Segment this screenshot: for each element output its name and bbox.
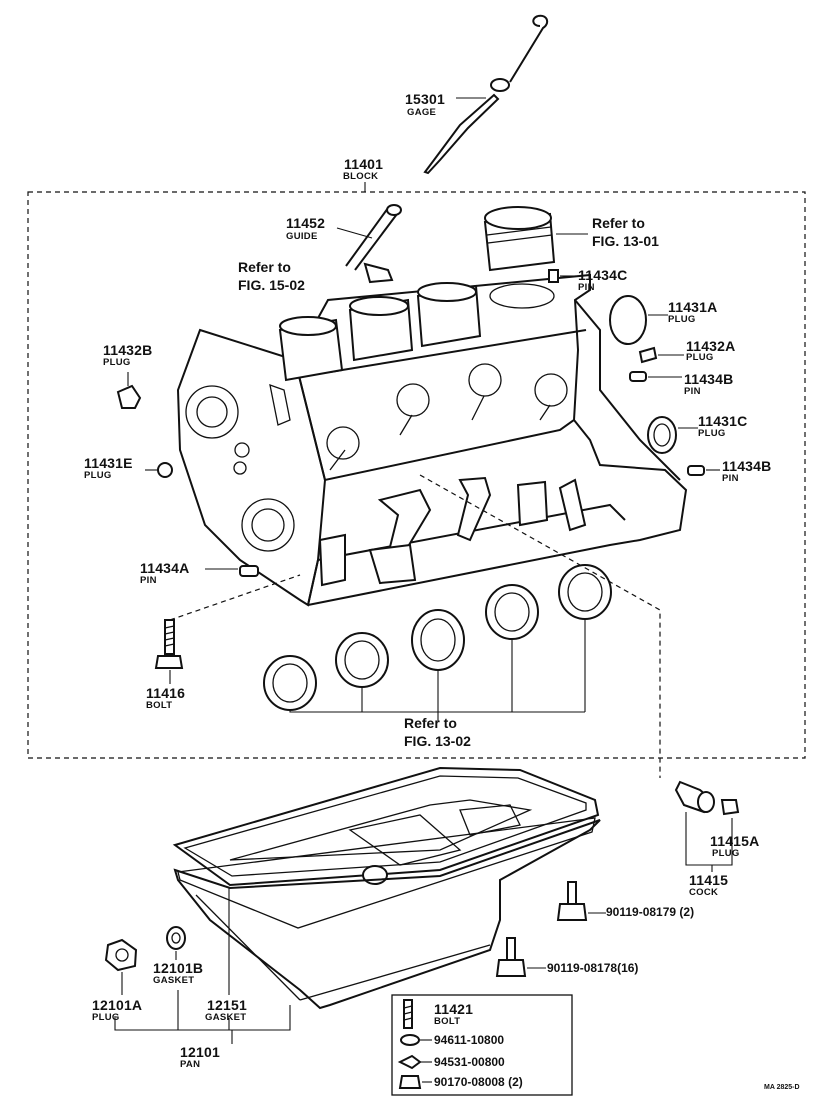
reference-fig-13-02-line2: FIG. 13-02 [404,733,471,749]
callout-number-plug-e: 11431E [84,455,133,471]
drain-cock-leader [419,474,661,778]
callout-number-bolt: 11416 [146,685,186,701]
legend-item-nut: 90170-08008 (2) [434,1075,523,1089]
callout-number-guide: 11452 [286,215,326,231]
reference-fig-13-02-line1: Refer to [404,715,457,731]
dipstick-gage [423,14,549,175]
legend-item-lock-washer: 94531-00800 [434,1055,505,1069]
pan-drain-plug [104,926,186,995]
callout-name-gasket-b: GASKET [153,975,195,986]
pan-bolts [495,881,606,977]
callout-number-pin-b1: 11434B [684,371,734,387]
callout-number-plug-15a: 11415A [710,833,760,849]
fastener-legend-box [391,994,573,1096]
callout-name-gage: GAGE [407,107,437,118]
legend-item-washer: 94611-10800 [434,1033,505,1047]
callout-name-block: BLOCK [343,171,379,182]
fastener-bolt-a: 90119-08179 (2) [606,905,695,919]
left-side-plugs [116,372,259,577]
callout-number-plug-c: 11431C [698,413,748,429]
reference-fig-13-01-line1: Refer to [592,215,645,231]
cylinder-block [176,273,688,607]
callout-name-gasket: GASKET [205,1012,247,1023]
callout-number-pin-b2: 11434B [722,458,772,474]
callout-number-gasket-b: 12101B [153,960,204,976]
reference-fig-15-02-line2: FIG. 15-02 [238,277,305,293]
reference-fig-15-02-line1: Refer to [238,259,291,275]
drain-cock [674,780,740,872]
callout-name-pin-b1: PIN [684,386,701,397]
callout-number-block: 11401 [344,156,384,172]
callout-name-pin-c: PIN [578,282,595,293]
callout-name-plug-b: PLUG [103,357,131,368]
callout-number-gage: 15301 [405,91,445,107]
right-side-plugs [609,295,720,476]
callout-number-cock: 11415 [689,872,729,888]
callout-number-pin-a: 11434A [140,560,190,576]
callout-name-plug-a2: PLUG [686,352,714,363]
callout-number-plug-12a: 12101A [92,997,143,1013]
callout-number-pan: 12101 [180,1044,220,1060]
pin-11434c [548,269,576,283]
pistons [278,206,588,382]
dipstick-guide [336,204,402,284]
fastener-bolt-b: 90119-08178(16) [547,961,639,975]
oil-pan [114,766,601,1044]
callout-number-plug-b: 11432B [103,342,153,358]
callout-name-plug-a1: PLUG [668,314,696,325]
main-bearings [263,564,612,722]
block-group-frame [27,182,806,759]
callout-number-plug-a2: 11432A [686,338,736,354]
callout-name-bolt: BOLT [146,700,173,711]
callout-number-bolt-legend: 11421 [434,1001,474,1017]
callout-name-plug-15a: PLUG [712,848,740,859]
bolt-11416 [154,574,301,684]
callout-number-pin-c: 11434C [578,267,628,283]
callout-name-pan: PAN [180,1059,201,1070]
callout-name-bolt-legend: BOLT [434,1016,461,1027]
callout-name-pin-a: PIN [140,575,157,586]
callout-name-plug-c: PLUG [698,428,726,439]
callout-name-plug-e: PLUG [84,470,112,481]
callout-name-cock: COCK [689,887,719,898]
callout-name-pin-b2: PIN [722,473,739,484]
callout-name-plug-12a: PLUG [92,1012,120,1023]
drawing-code: MA 2825-D [764,1084,800,1091]
reference-fig-13-01-line2: FIG. 13-01 [592,233,659,249]
callout-number-gasket: 12151 [207,997,247,1013]
callout-number-plug-a1: 11431A [668,299,718,315]
callout-name-guide: GUIDE [286,231,318,242]
